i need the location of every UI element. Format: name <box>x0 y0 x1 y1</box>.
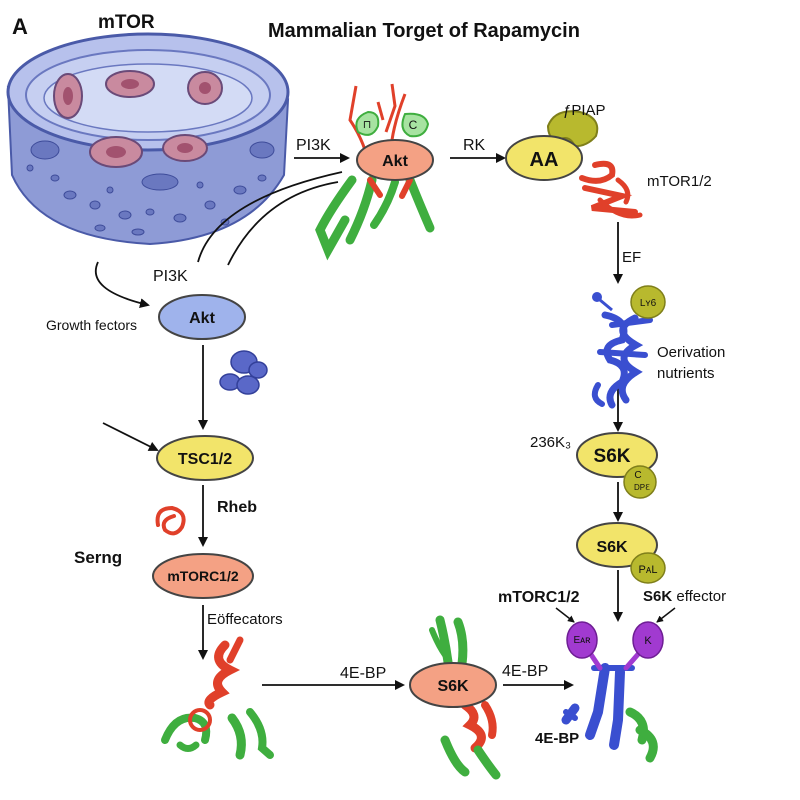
connector-curve-1 <box>197 171 343 263</box>
tag-k-text: K <box>644 635 652 647</box>
label-4ebp-right: 4E-BP <box>502 663 548 680</box>
node-s6k-middle-label: S6K <box>437 678 469 695</box>
arrow-input-tsc <box>102 422 159 451</box>
label-growth-factors: Growth fectors <box>46 317 137 333</box>
panel-letter: A <box>12 14 28 39</box>
node-s6k-middle: S6K <box>409 662 497 708</box>
label-ef: EF <box>622 249 641 266</box>
effector-complex <box>561 621 664 763</box>
node-tsc12: TSC1/2 <box>156 435 254 481</box>
node-akt-left-label: Akt <box>189 310 215 327</box>
label-effectors: Eöffecators <box>207 611 283 628</box>
tag-top-left-text: ⊓ <box>363 119 372 131</box>
tag-pal: PᴀL <box>630 552 666 584</box>
protein-cluster-bottom-left <box>161 636 274 760</box>
label-236k3: 236K₃ <box>530 434 571 451</box>
nucleus-icon <box>89 136 143 168</box>
label-4ebp-bottom: 4E-BP <box>535 730 579 747</box>
node-akt-top-label: Akt <box>382 153 408 170</box>
node-akt-top: Akt <box>356 139 434 181</box>
node-mtorc12: mTORC1/2 <box>152 553 254 599</box>
node-aa: AA <box>505 135 583 181</box>
label-nutrients: nutrients <box>657 365 715 382</box>
nucleus-icon <box>162 134 208 162</box>
node-s6k-right-upper-label: S6K <box>594 446 631 467</box>
tag-lys-text: Lʏ6 <box>640 298 657 309</box>
connector-cell-to-akt <box>94 261 150 309</box>
tag-top-right-text: C <box>409 118 418 132</box>
label-s6k-effector-bold: S6K <box>643 588 672 605</box>
vesicle-icon <box>26 140 275 236</box>
label-derivation: Oerivation <box>657 344 725 361</box>
blue-molecule-icon <box>219 350 268 395</box>
node-s6k-right-lower-label: S6K <box>596 539 628 556</box>
arrow-effector-pointer <box>656 607 676 623</box>
header-label: mTOR <box>98 12 155 33</box>
label-mtorc12-right: mTORC1/2 <box>498 589 580 606</box>
label-4ebp-left: 4E-BP <box>340 665 386 682</box>
page-title: Mammalian Torget of Rapamycin <box>268 20 580 42</box>
nucleus-icon <box>105 70 155 98</box>
tag-dpe-text: DPℇ <box>634 483 650 492</box>
label-piap: ƒPIAP <box>563 102 606 119</box>
node-mtorc12-label: mTORC1/2 <box>167 568 239 584</box>
tag-lys: Lʏ6 <box>640 298 657 309</box>
protein-cluster-middle <box>429 615 501 780</box>
label-s6k-effector-rest: effector <box>672 588 726 605</box>
tag-c-text: C <box>634 470 641 481</box>
tag-ea-text: Eᴀʀ <box>573 635 591 646</box>
tag-c-dpe: C DPℇ <box>623 465 657 499</box>
blue-helix-protein <box>591 285 666 409</box>
tag-top-left: ⊓ <box>363 119 372 131</box>
node-aa-label: AA <box>530 149 559 171</box>
connector-curve-2 <box>227 181 339 266</box>
label-serng: Serng <box>74 548 122 567</box>
node-akt-left: Akt <box>158 294 246 340</box>
label-rheb: Rheb <box>217 499 257 516</box>
cell-illustration <box>6 32 290 246</box>
arrow-mtorc-pointer <box>555 607 575 623</box>
node-tsc12-label: TSC1/2 <box>178 451 232 468</box>
label-mtor12: mTOR1/2 <box>647 173 712 190</box>
label-pi3k-left: PI3K <box>153 268 188 285</box>
mtor12-protein <box>579 160 643 219</box>
nucleus-icon <box>187 71 223 105</box>
tag-pal-text: PᴀL <box>639 564 658 576</box>
protein-cluster-top <box>315 83 435 261</box>
label-rk: RK <box>463 137 486 154</box>
rheb-loop-icon <box>155 505 186 536</box>
label-s6k-effector: S6K effector <box>643 588 726 605</box>
nucleus-icon <box>53 73 83 119</box>
tag-top-right: C <box>409 118 418 132</box>
label-pi3k-top: PI3K <box>296 137 331 154</box>
